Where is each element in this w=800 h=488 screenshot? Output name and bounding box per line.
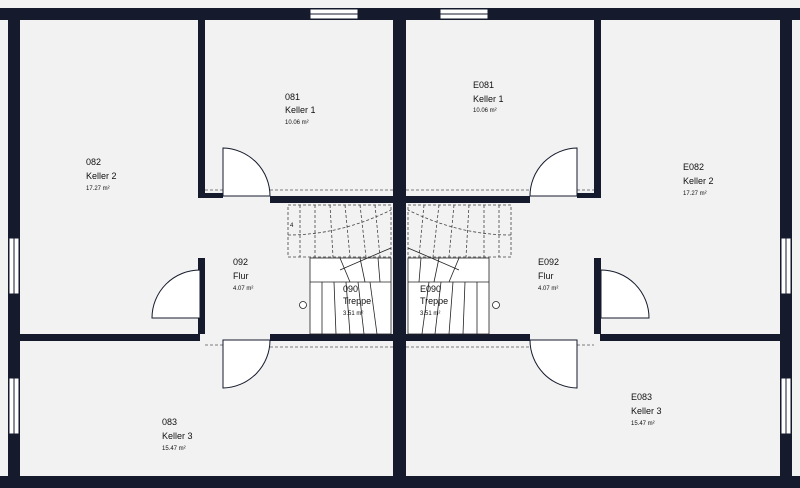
outer-wall-top (0, 8, 800, 20)
room-number: 082 (86, 157, 101, 167)
room-number: 081 (285, 92, 300, 102)
door-flur-keller1-left[interactable] (222, 147, 271, 197)
room-area: 4.07 m² (538, 286, 558, 292)
room-area: 4.07 m² (233, 286, 253, 292)
room-area: 10.06 m² (285, 120, 309, 126)
room-number: E082 (683, 162, 704, 172)
door-flur-keller2-right[interactable] (600, 269, 650, 319)
room-label-keller1-right: E081 Keller 1 10.06 m² (473, 80, 504, 114)
wall-flur-keller2-right (594, 258, 601, 334)
wall-stub-right (577, 193, 601, 198)
room-label-keller3-left: 083 Keller 3 15.47 m² (162, 417, 193, 452)
room-number: E092 (538, 257, 559, 267)
room-label-treppe-right: E090 Treppe 3.51 m² (420, 284, 448, 317)
room-number: E090 (420, 284, 441, 294)
wall-keller2-keller3-left (20, 334, 200, 341)
room-area: 17.27 m² (86, 186, 110, 192)
wall-keller1-treppe-right (406, 196, 530, 203)
room-label-keller2-right: E082 Keller 2 17.27 m² (683, 162, 714, 197)
room-number: E083 (631, 392, 652, 402)
room-label-flur-left: 092 Flur 4.07 m² (233, 257, 253, 292)
room-name: Keller 2 (683, 176, 714, 186)
wall-keller2-keller1-left (198, 20, 205, 198)
room-name: Keller 3 (162, 431, 193, 441)
room-name: Flur (233, 271, 249, 281)
room-area: 3.51 m² (420, 311, 440, 317)
room-area: 17.27 m² (683, 191, 707, 197)
wall-stub-left (198, 193, 223, 198)
door-flur-keller3-right[interactable] (529, 339, 578, 389)
room-label-treppe-left: 090 Treppe 3.51 m² (343, 284, 371, 317)
room-name: Keller 1 (473, 94, 504, 104)
room-name: Treppe (343, 296, 371, 306)
staircase-right (407, 204, 512, 335)
room-area: 3.51 m² (343, 311, 363, 317)
door-flur-keller2-left[interactable] (151, 269, 201, 319)
staircase-left: 4 (287, 204, 392, 335)
wall-keller1-keller2-right (594, 20, 601, 198)
room-name: Keller 2 (86, 171, 117, 181)
wall-keller2-keller3-right (600, 334, 780, 341)
wall-keller2-flur-left (198, 258, 205, 334)
door-flur-keller1-right[interactable] (529, 147, 578, 197)
room-number: 092 (233, 257, 248, 267)
room-name: Treppe (420, 296, 448, 306)
room-number: 090 (343, 284, 358, 294)
room-name: Keller 3 (631, 406, 662, 416)
room-area: 10.06 m² (473, 108, 497, 114)
wall-treppe-keller3-right (406, 334, 530, 341)
wall-treppe-keller3-left (270, 334, 393, 341)
room-label-keller2-left: 082 Keller 2 17.27 m² (86, 157, 117, 192)
stair-marker-left: 4 (290, 223, 294, 229)
room-area: 15.47 m² (162, 446, 186, 452)
room-label-flur-right: E092 Flur 4.07 m² (538, 257, 559, 292)
party-wall (393, 20, 406, 476)
room-label-keller3-right: E083 Keller 3 15.47 m² (631, 392, 662, 427)
door-flur-keller3-left[interactable] (222, 339, 271, 389)
outer-wall-bottom (0, 476, 800, 488)
room-label-keller1-left: 081 Keller 1 10.06 m² (285, 92, 316, 126)
room-name: Keller 1 (285, 105, 316, 115)
room-number: 083 (162, 417, 177, 427)
room-name: Flur (538, 271, 554, 281)
room-area: 15.47 m² (631, 421, 655, 427)
room-number: E081 (473, 80, 494, 90)
wall-keller1-treppe-left (270, 196, 393, 203)
